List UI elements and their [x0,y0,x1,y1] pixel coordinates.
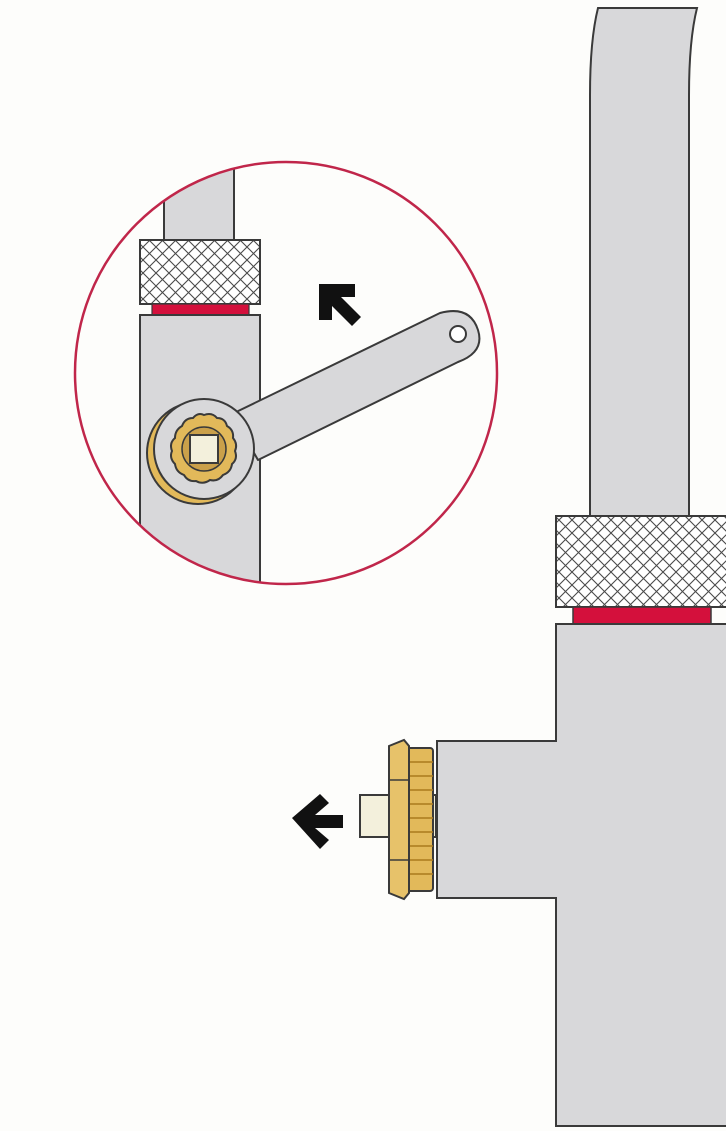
valve-cartridge [359,738,437,901]
hex-nut [388,738,410,901]
supply-pipe [589,7,699,517]
wrench-hole [449,325,467,343]
square-spindle [189,434,219,464]
knurled-nut [555,515,726,608]
seal-ring [572,606,712,625]
faucet-body [436,7,726,1127]
thread-section [406,747,434,892]
magnifier-ring [73,160,499,586]
arrow-left-icon [292,794,343,849]
detail-knurled-nut [139,239,261,305]
magnified-detail [73,160,499,586]
detail-seal-ring [151,303,250,316]
valve-body [436,623,726,1127]
wrench-handle [231,310,481,461]
arrow-up-left-icon [319,284,361,326]
